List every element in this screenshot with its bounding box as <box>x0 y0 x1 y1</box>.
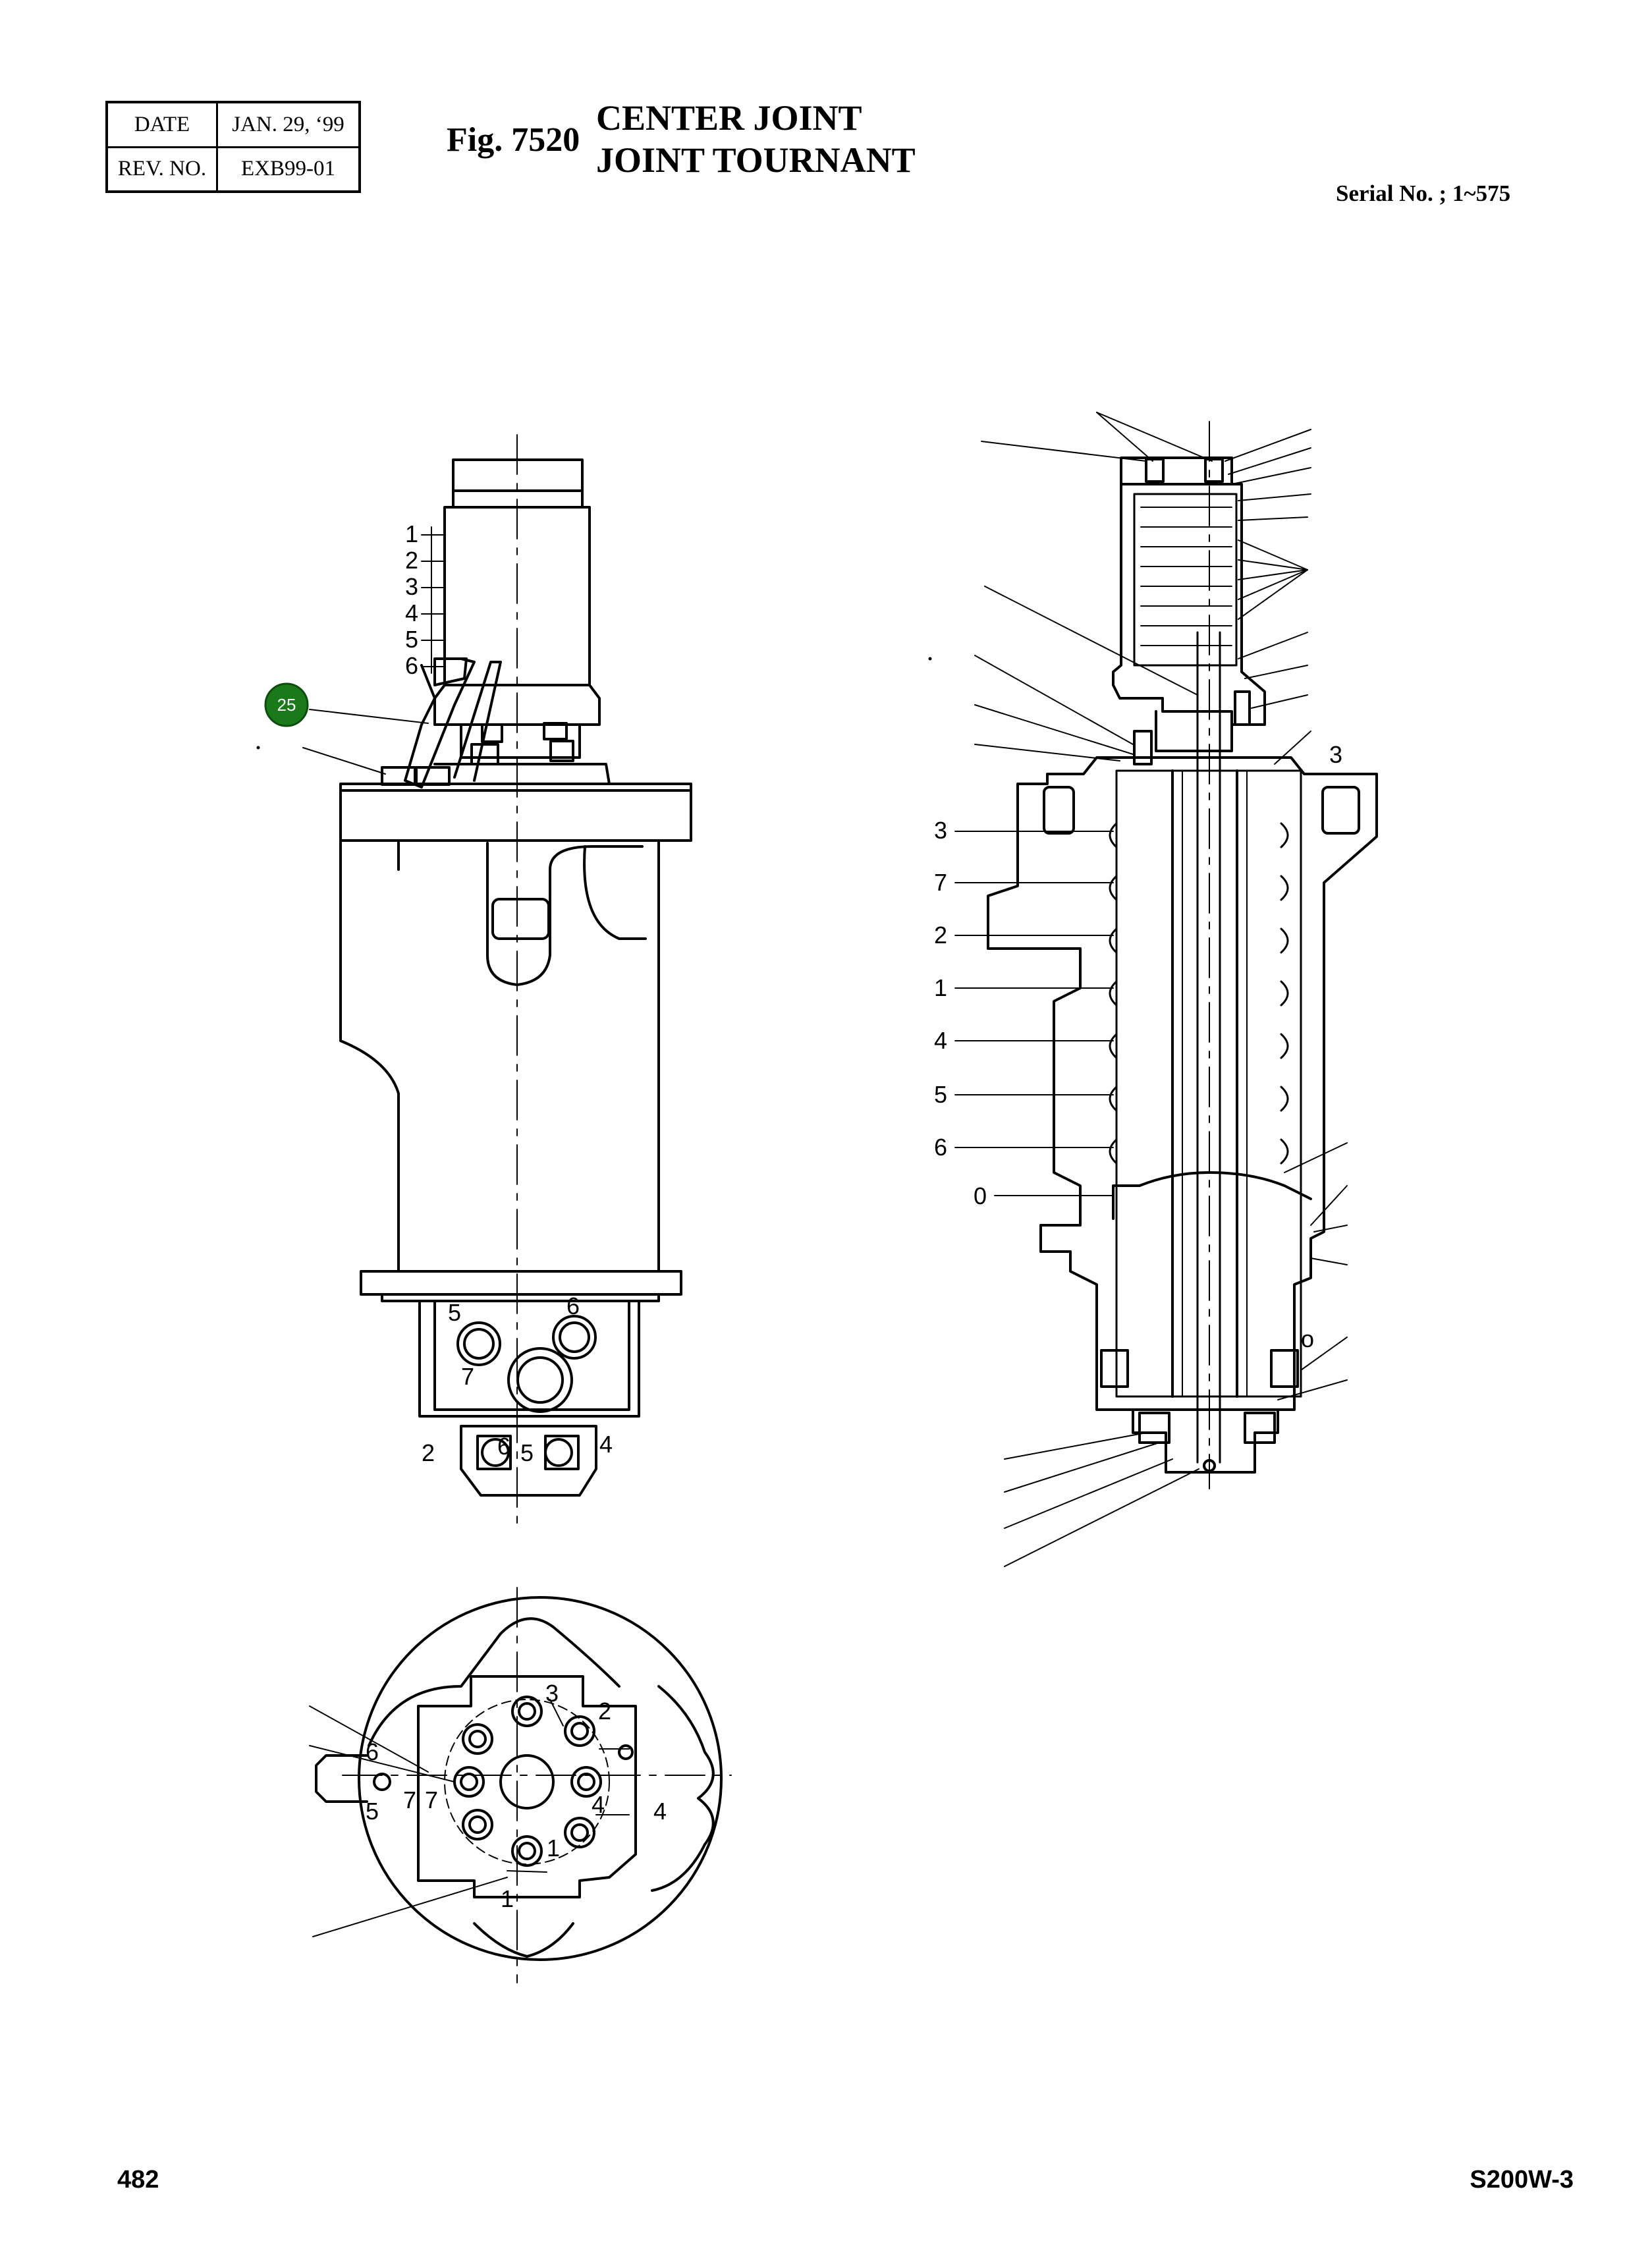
callout-bottom-4a: 4 <box>592 1791 605 1818</box>
callout-section-6: 6 <box>934 1134 947 1161</box>
serial-range: Serial No. ; 1~575 <box>1336 180 1511 206</box>
callout-bottom-6: 6 <box>366 1738 379 1765</box>
callout-bottom-2: 2 <box>598 1698 611 1725</box>
callout-fitting-2: 2 <box>422 1439 435 1466</box>
callout-bottom-1b: 1 <box>501 1885 514 1912</box>
date-label: DATE <box>105 101 218 148</box>
callout-side-3: 3 <box>405 573 418 600</box>
title-english: CENTER JOINT <box>596 98 862 138</box>
callout-side-5: 5 <box>405 626 418 653</box>
callout-fitting-4: 4 <box>599 1431 613 1458</box>
callout-section-0: 0 <box>974 1182 987 1209</box>
figure-number: Fig. 7520 <box>447 121 580 159</box>
callout-side-4: 4 <box>405 599 418 626</box>
title-french: JOINT TOURNANT <box>596 140 916 180</box>
rev-label: REV. NO. <box>105 146 218 193</box>
callout-fitting-6: 6 <box>497 1433 510 1460</box>
side-view <box>302 434 692 1529</box>
callout-section-3: 3 <box>934 817 947 844</box>
callout-port-6: 6 <box>566 1292 580 1319</box>
callout-bottom-1a: 1 <box>547 1835 560 1862</box>
callout-bottom-7a: 7 <box>403 1786 416 1813</box>
callout-side-2: 2 <box>405 547 418 574</box>
date-value: JAN. 29, ‘99 <box>216 101 361 148</box>
callout-section-2: 2 <box>934 922 947 949</box>
callout-bottom-3: 3 <box>545 1680 559 1707</box>
callout-port-5: 5 <box>448 1299 461 1326</box>
rev-value: EXB99-01 <box>216 146 361 193</box>
callout-section-right-3: 3 <box>1329 741 1342 768</box>
callout-section-5: 5 <box>934 1081 947 1108</box>
callout-bottom-5: 5 <box>366 1798 379 1825</box>
callout-fitting-5: 5 <box>520 1439 534 1466</box>
page-number: 482 <box>117 2166 159 2194</box>
revision-table: DATE JAN. 29, ‘99 REV. NO. EXB99-01 <box>105 101 361 193</box>
callout-section-7: 7 <box>934 869 947 896</box>
bottom-view <box>309 1587 732 1983</box>
callout-section-1: 1 <box>934 974 947 1001</box>
callout-badge[interactable] <box>264 682 309 727</box>
callout-port-7: 7 <box>461 1363 474 1390</box>
callout-side-1: 1 <box>405 520 418 547</box>
callout-section-4: 4 <box>934 1027 947 1054</box>
model-number: S200W-3 <box>1470 2166 1574 2194</box>
callout-badge-label: 25 <box>277 695 296 715</box>
callout-bottom-4b: 4 <box>653 1798 667 1825</box>
section-view <box>954 412 1378 1567</box>
callout-side-6: 6 <box>405 652 418 679</box>
callout-bottom-7b: 7 <box>425 1786 438 1813</box>
callout-section-o: o <box>1301 1325 1314 1352</box>
